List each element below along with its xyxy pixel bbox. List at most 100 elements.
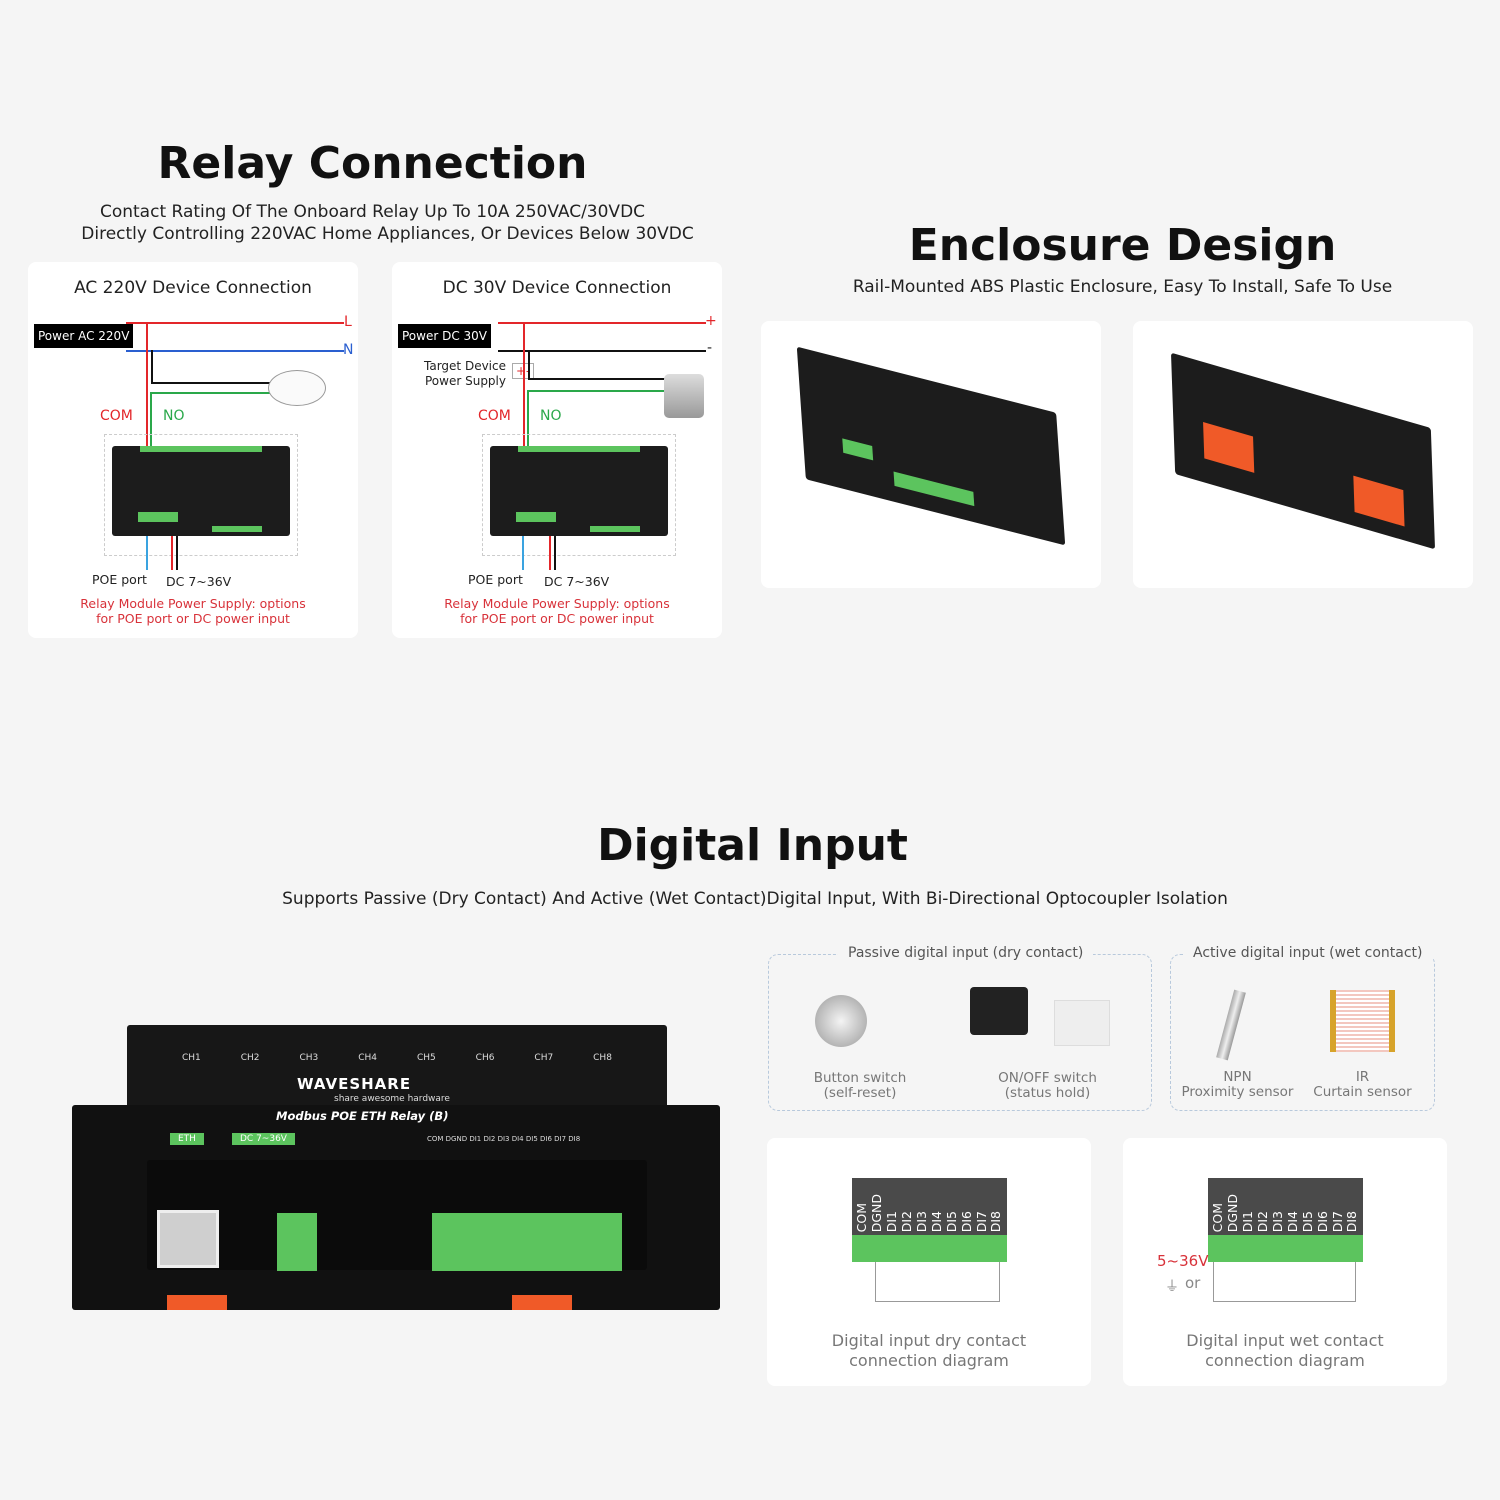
onoff-switch-caption: ON/OFF switch(status hold) — [975, 1071, 1120, 1101]
power-note-1: Relay Module Power Supply: options — [80, 596, 306, 611]
pin-label: COM — [1210, 1202, 1226, 1232]
pin-label: DI4 — [928, 1210, 944, 1232]
com-label: COM — [100, 408, 133, 424]
dc-cable-red — [171, 536, 173, 570]
pin-label: DI1 — [1240, 1210, 1256, 1232]
neg-drop — [528, 350, 530, 380]
power-note-1: Relay Module Power Supply: options — [444, 596, 670, 611]
din-latch — [167, 1295, 227, 1310]
poe-port-label: POE port — [92, 572, 147, 587]
passive-input-title: Passive digital input (dry contact) — [838, 945, 1094, 961]
relay-module-image — [112, 446, 290, 536]
caption-line: (self-reset) — [823, 1085, 897, 1101]
switch-wiring — [875, 1262, 1000, 1302]
enclosure-back-image — [1133, 321, 1473, 588]
no-wire-h — [150, 392, 270, 394]
dc-card-title: DC 30V Device Connection — [442, 278, 672, 298]
neutral-wire — [126, 350, 344, 352]
din-latch — [512, 1295, 572, 1310]
channel-label: CH3 — [299, 1053, 319, 1063]
dc-cable-black — [176, 536, 178, 570]
pin-label: DI5 — [1299, 1210, 1315, 1232]
brand-tagline: share awesome hardware — [334, 1094, 450, 1104]
pin-label: DI3 — [914, 1210, 929, 1232]
device-frame — [482, 434, 676, 556]
button-switch-caption: Button switch(self-reset) — [790, 1071, 930, 1101]
dc-power-label: DC 7~36V — [232, 1133, 295, 1145]
dry-caption-1: Digital input dry contact — [831, 1331, 1027, 1350]
enclosure-subtitle: Rail-Mounted ABS Plastic Enclosure, Easy… — [852, 277, 1393, 297]
pin-label: DI1 — [884, 1210, 900, 1232]
relay-subtitle-2: Directly Controlling 220VAC Home Applian… — [81, 224, 694, 244]
dc-input-label: DC 7~36V — [544, 574, 610, 589]
channel-label: CH4 — [358, 1053, 377, 1063]
channel-label: CH7 — [534, 1053, 554, 1063]
switch-wiring — [1213, 1262, 1356, 1302]
poe-port-label: POE port — [468, 572, 523, 587]
channel-label: CH1 — [182, 1053, 201, 1063]
pin-label: DI8 — [988, 1210, 1004, 1232]
live-wire — [126, 322, 344, 324]
pin-label: DI8 — [1344, 1210, 1360, 1232]
channel-label: CH8 — [593, 1053, 612, 1063]
enclosure-title: Enclosure Design — [908, 220, 1337, 271]
terminal-block — [852, 1235, 1007, 1262]
device-frame — [104, 434, 298, 556]
no-wire-v — [150, 392, 152, 450]
minus-label: - — [707, 340, 713, 356]
target-label-1: Target Device — [424, 359, 506, 373]
com-label: COM — [478, 408, 511, 424]
light-bulb-icon — [268, 370, 326, 406]
channel-label: CH5 — [416, 1053, 436, 1063]
di-terminal-labels: COM DGND DI1 DI2 DI3 DI4 DI5 DI6 DI7 DI8 — [427, 1135, 581, 1143]
no-wire-v — [527, 390, 529, 450]
wall-switch-image — [1054, 1000, 1110, 1046]
di-terminal-block — [432, 1213, 622, 1271]
pin-label: DI6 — [1314, 1210, 1330, 1232]
com-wire — [146, 322, 148, 450]
power-note-2: for POE port or DC power input — [460, 611, 654, 626]
caption-line: ON/OFF switch — [998, 1070, 1097, 1086]
pin-label: DI5 — [943, 1210, 959, 1232]
ir-curtain-image — [1330, 990, 1395, 1052]
no-label: NO — [163, 408, 185, 424]
dc-connection-card: DC 30V Device Connection Power DC 30V + … — [392, 262, 722, 638]
poe-cable — [522, 536, 524, 570]
pin-label: DGND — [1225, 1193, 1241, 1232]
pin-label: DI3 — [1270, 1210, 1285, 1232]
ethernet-port-icon — [157, 1210, 219, 1268]
pin-label: DGND — [869, 1193, 885, 1232]
pin-label: DI7 — [1329, 1210, 1345, 1232]
wet-caption-1: Digital input wet contact — [1186, 1331, 1384, 1350]
caption-line: NPN — [1223, 1069, 1252, 1085]
pin-label: COM — [854, 1202, 870, 1232]
positive-wire — [498, 322, 706, 324]
button-switch-image — [815, 995, 867, 1047]
voltage-label: 5~36V — [1157, 1252, 1209, 1270]
relay-module-image — [490, 446, 668, 536]
wet-caption-2: connection diagram — [1205, 1351, 1365, 1370]
enclosure-front-image — [761, 321, 1101, 588]
ac-connection-card: AC 220V Device Connection Power AC 220V … — [28, 262, 358, 638]
relay-subtitle-1: Contact Rating Of The Onboard Relay Up T… — [99, 202, 646, 222]
valve-wire — [528, 378, 668, 380]
digital-input-subtitle: Supports Passive (Dry Contact) And Activ… — [282, 889, 1228, 909]
caption-line: Button switch — [813, 1070, 907, 1086]
rocker-switch-image — [970, 987, 1028, 1035]
pin-label: DI2 — [899, 1210, 915, 1232]
no-wire-h — [527, 390, 667, 392]
dc-cable-black — [554, 536, 556, 570]
terminal-block — [1208, 1235, 1363, 1262]
caption-line: (status hold) — [1004, 1085, 1091, 1101]
brand-logo: WAVESHARE — [297, 1075, 412, 1093]
channel-label: CH6 — [475, 1053, 495, 1063]
dc-input-label: DC 7~36V — [166, 574, 232, 589]
caption-line: Curtain sensor — [1313, 1084, 1412, 1100]
dc-cable-red — [549, 536, 551, 570]
active-input-title: Active digital input (wet contact) — [1183, 945, 1433, 961]
